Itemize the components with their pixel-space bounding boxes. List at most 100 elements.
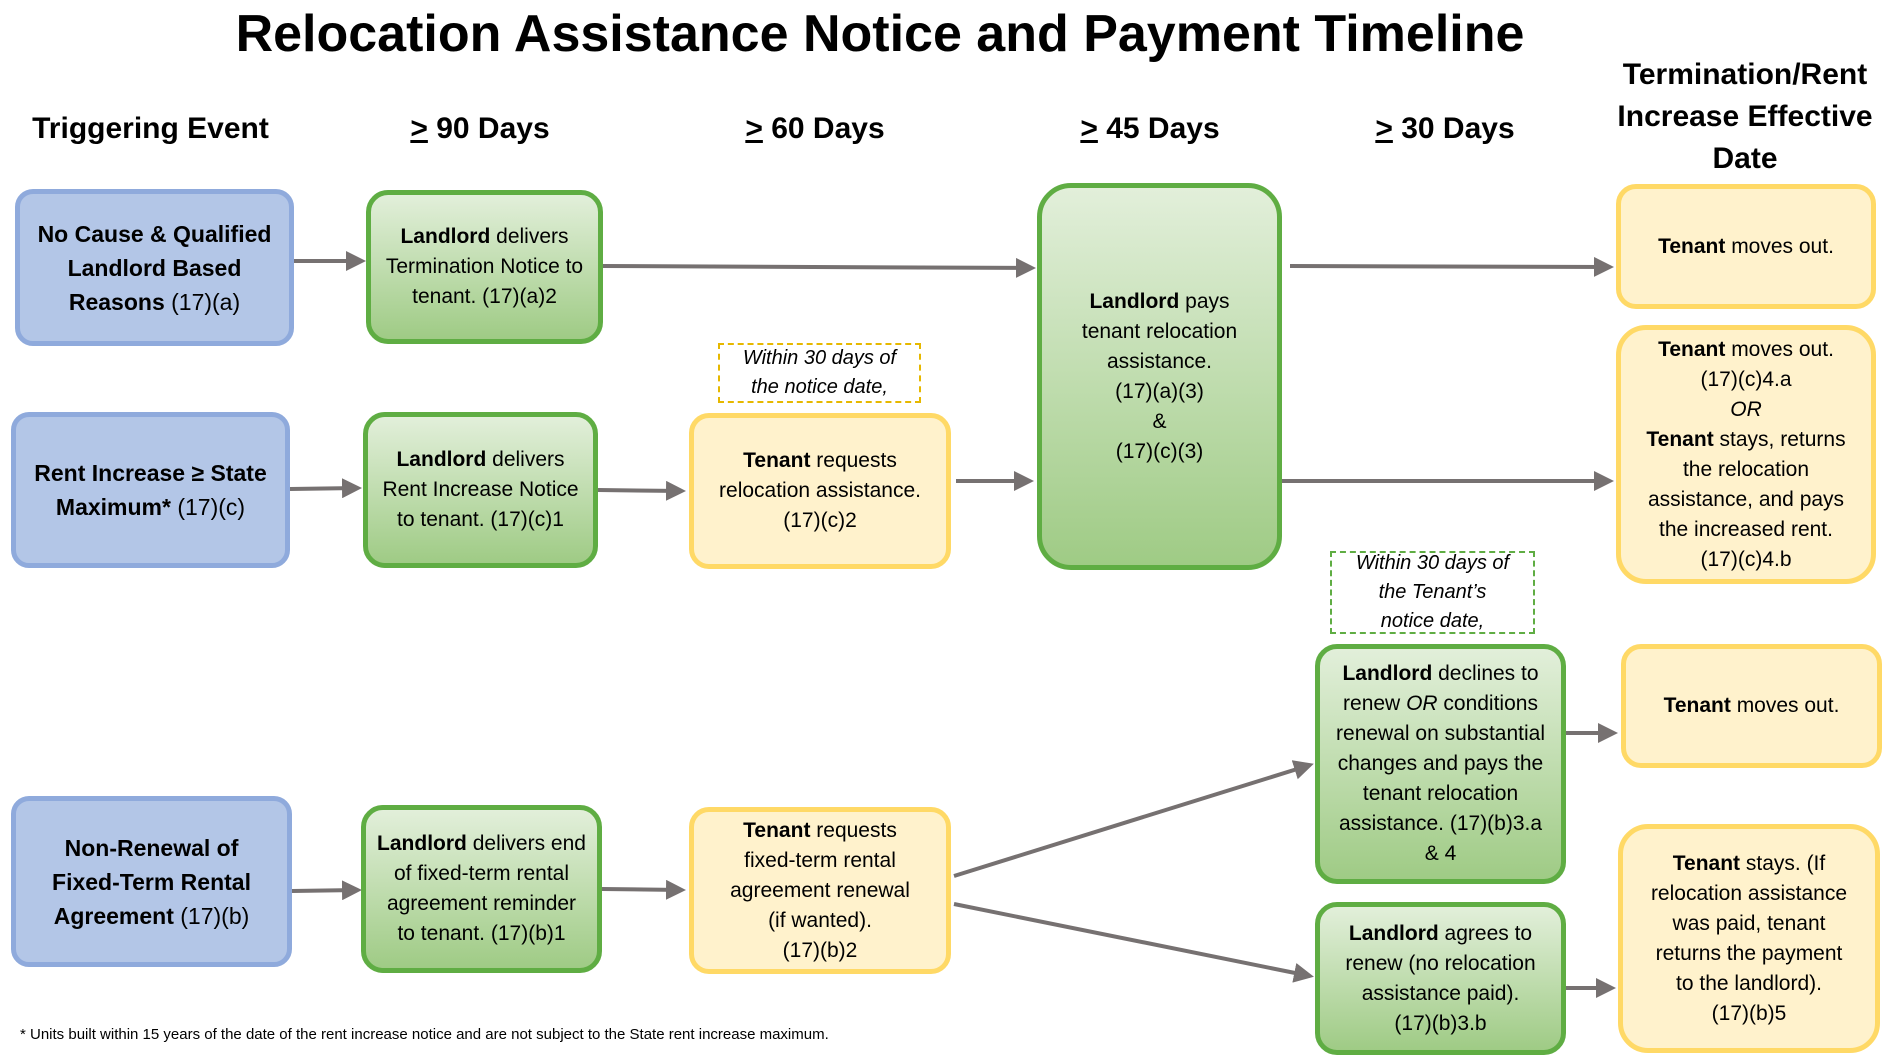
trigger-non-renewal-line-3-bold: Agreement — [53, 902, 174, 929]
box-text-line: (if wanted). — [768, 908, 872, 932]
actor-label: Tenant — [1658, 337, 1726, 361]
box-text-line: agreement renewal — [730, 878, 910, 902]
note-line: the Tenant’s — [1378, 581, 1487, 603]
or-label: OR — [1406, 692, 1438, 715]
box-text-line: tenant relocation — [1081, 319, 1238, 343]
box-text-line: (17)(c)2 — [783, 509, 857, 532]
column-header-30-days-text: 30 Days — [1392, 112, 1515, 145]
box-text-line: agreement reminder — [386, 892, 577, 915]
box-text-line: changes and pays the — [1337, 752, 1544, 775]
actor-label: Landlord — [1342, 662, 1433, 685]
column-header-effective-date: Termination/Rent Increase Effective Date — [1595, 54, 1893, 180]
column-header-effective-line-2: Increase Effective — [1617, 100, 1873, 133]
box-text-line: moves out. — [1725, 337, 1834, 361]
box-text-line: requests — [810, 449, 897, 472]
arrow-termination-to-pays — [602, 257, 1036, 278]
trigger-rent-increase-line-2-bold: Maximum* — [55, 494, 171, 520]
box-text-line: to tenant. (17)(c)1 — [397, 508, 564, 531]
landlord-termination-notice: Landlord delivers Termination Notice to … — [366, 190, 603, 344]
or-label: OR — [1730, 397, 1762, 421]
box-text-line: assistance. — [1106, 349, 1213, 373]
arrow-request-renewal-to-declines — [953, 760, 1314, 878]
landlord-agrees-renewal: Landlord agrees to renew (no relocation … — [1315, 902, 1566, 1055]
box-text-line: of fixed-term rental — [393, 862, 570, 885]
box-text-line: (17)(b)5 — [1711, 1001, 1787, 1025]
box-text-line: delivers — [490, 225, 569, 248]
note-line: notice date, — [1380, 610, 1485, 632]
box-text-line: renew — [1343, 692, 1407, 715]
page-title: Relocation Assistance Notice and Payment… — [235, 5, 1525, 63]
arrow-non-renewal-to-reminder — [291, 880, 362, 901]
trigger-no-cause-line-3-bold: Reasons — [68, 288, 165, 315]
note-within-30-days-tenant-notice: Within 30 days of the Tenant’s notice da… — [1330, 551, 1535, 634]
tenant-requests-relocation: Tenant requests relocation assistance. (… — [689, 413, 951, 569]
trigger-non-renewal-line-3: (17)(b) — [173, 902, 250, 929]
note-within-30-days-notice: Within 30 days of the notice date, — [718, 343, 921, 403]
box-text-line: pays — [1179, 289, 1230, 313]
box-text-line: returns the payment — [1655, 941, 1843, 965]
trigger-rent-increase: Rent Increase ≥ State Maximum* (17)(c) — [11, 412, 290, 568]
ge-symbol: > — [410, 112, 428, 145]
ge-symbol: > — [1080, 112, 1098, 145]
arrow-pays-to-moves-out — [1289, 256, 1614, 277]
box-text-line: delivers — [486, 448, 565, 471]
tenant-rent-increase-outcome: Tenant moves out. (17)(c)4.a OR Tenant s… — [1616, 325, 1876, 584]
trigger-non-renewal-line-1: Non-Renewal of — [64, 834, 239, 861]
box-text-line: assistance paid). — [1361, 981, 1520, 1005]
column-header-effective-line-1: Termination/Rent — [1622, 58, 1868, 91]
box-text-line: & — [1152, 409, 1167, 433]
arrow-reminder-to-request-renewal — [601, 879, 686, 900]
box-text-line: Termination Notice to — [385, 255, 584, 278]
ge-symbol: > — [1375, 112, 1393, 145]
box-text-line: requests — [810, 818, 897, 842]
box-text-line: moves out. — [1725, 234, 1834, 258]
note-line: the notice date, — [751, 376, 888, 398]
footnote: * Units built within 15 years of the dat… — [20, 1026, 829, 1043]
arrow-notice-to-request — [597, 480, 686, 501]
column-header-30-days: > 30 Days — [1345, 108, 1545, 150]
box-text-line: to tenant. (17)(b)1 — [397, 922, 566, 945]
column-header-trigger-text: Triggering Event — [32, 112, 269, 145]
trigger-no-cause: No Cause & Qualified Landlord Based Reas… — [15, 189, 294, 346]
column-header-effective-line-3: Date — [1712, 142, 1778, 175]
tenant-moves-out-renewal: Tenant moves out. — [1621, 644, 1882, 768]
trigger-non-renewal: Non-Renewal of Fixed-Term Rental Agreeme… — [11, 796, 292, 967]
box-text-line: the relocation — [1682, 457, 1810, 481]
ge-symbol: > — [745, 112, 763, 145]
box-text-line: stays. (If — [1740, 851, 1826, 875]
landlord-renewal-reminder: Landlord delivers end of fixed-term rent… — [361, 805, 602, 973]
column-header-90-days: > 90 Days — [380, 108, 580, 150]
box-text-line: tenant relocation — [1362, 782, 1519, 805]
actor-label: Tenant — [1672, 851, 1741, 875]
actor-label: Landlord — [400, 225, 491, 248]
arrow-rent-increase-to-notice — [289, 478, 362, 499]
trigger-no-cause-line-2: Landlord Based — [67, 254, 242, 281]
box-text-line: fixed-term rental — [744, 848, 896, 872]
column-header-60-days: > 60 Days — [715, 108, 915, 150]
box-text-line: declines to — [1432, 662, 1539, 685]
box-text-line: stays, returns — [1713, 427, 1846, 451]
box-text-line: to the landlord). — [1676, 971, 1822, 995]
box-text-line: renewal on substantial — [1336, 722, 1545, 745]
column-header-90-days-text: 90 Days — [427, 112, 550, 145]
actor-label: Landlord — [377, 832, 467, 855]
box-text-line: relocation assistance — [1650, 881, 1848, 905]
landlord-pays-relocation: Landlord pays tenant relocation assistan… — [1037, 183, 1282, 570]
box-text-line: was paid, tenant — [1672, 911, 1826, 935]
box-text-line: (17)(c)4.b — [1700, 547, 1792, 571]
actor-label: Tenant — [1658, 234, 1726, 258]
note-line: Within 30 days of — [1355, 552, 1510, 574]
landlord-rent-increase-notice: Landlord delivers Rent Increase Notice t… — [363, 412, 598, 568]
box-text-line: tenant. (17)(a)2 — [412, 285, 557, 308]
box-text-line: renew (no relocation — [1345, 951, 1536, 975]
actor-label: Tenant — [1646, 427, 1714, 451]
note-line: Within 30 days of — [742, 347, 897, 369]
actor-label: Landlord — [396, 448, 487, 471]
box-text-line: (17)(c)(3) — [1115, 439, 1204, 463]
tenant-stays: Tenant stays. (If relocation assistance … — [1618, 824, 1880, 1053]
arrow-request-renewal-to-agrees — [953, 902, 1314, 983]
column-header-45-days-text: 45 Days — [1097, 112, 1220, 145]
trigger-no-cause-line-3: (17)(a) — [164, 288, 241, 315]
box-text-line: Rent Increase Notice — [382, 478, 579, 501]
column-header-60-days-text: 60 Days — [762, 112, 885, 145]
